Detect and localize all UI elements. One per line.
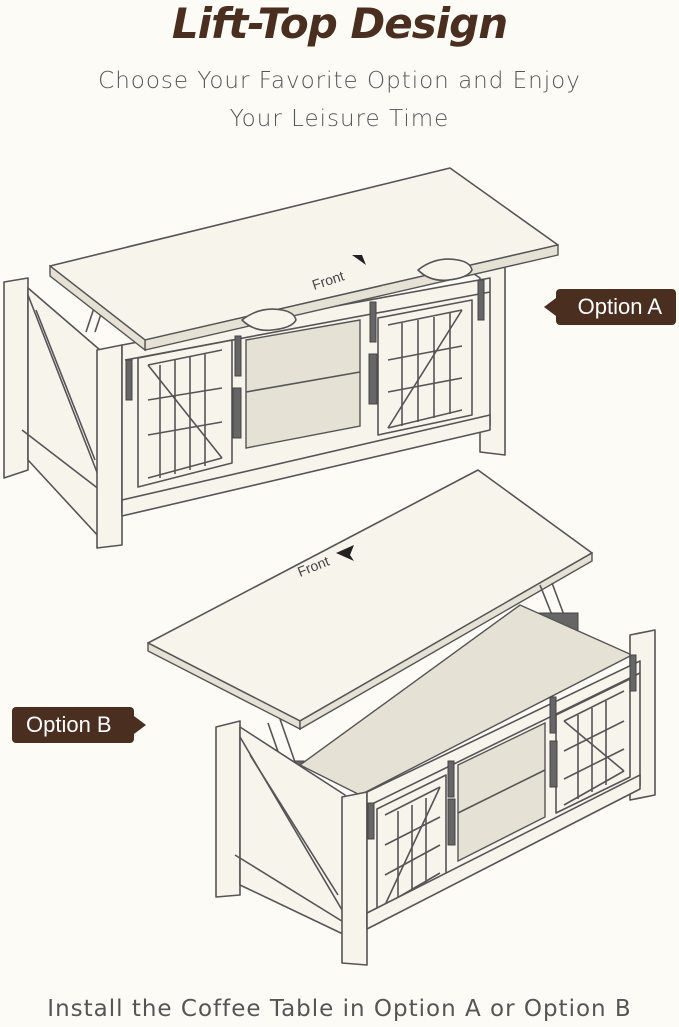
coffee-table-option-b-illustration: Front <box>147 469 656 966</box>
coffee-table-option-a-illustration: Front <box>3 167 559 549</box>
option-a-label: Option A <box>544 289 676 325</box>
front-arrow-icon-a <box>352 255 370 265</box>
option-b-label: Option B <box>12 707 146 743</box>
footer-instruction: Install the Coffee Table in Option A or … <box>47 996 632 1022</box>
front-arrow-icon-b <box>336 545 354 561</box>
subtitle-line-2: Your Leisure Time <box>229 106 450 132</box>
page-subtitle: Choose Your Favorite Option and Enjoy Yo… <box>0 62 679 138</box>
subtitle-line-1: Choose Your Favorite Option and Enjoy <box>98 68 581 94</box>
page-title: Lift-Top Design <box>171 0 508 48</box>
